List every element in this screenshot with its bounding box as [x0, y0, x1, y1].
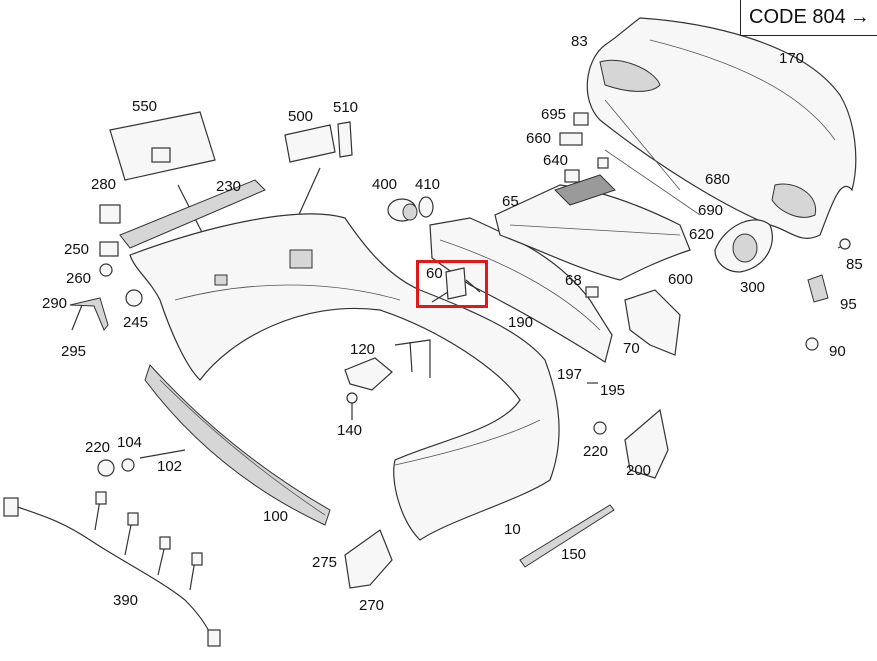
label-260: 260 — [66, 270, 92, 287]
part-300-shape — [714, 219, 773, 273]
label-640: 640 — [543, 152, 569, 169]
part-400-shape — [387, 198, 418, 222]
label-70: 70 — [623, 340, 640, 357]
label-245: 245 — [123, 314, 149, 331]
label-220b: 220 — [583, 443, 609, 460]
bumper-upper-shape — [129, 213, 560, 541]
label-695: 695 — [541, 106, 567, 123]
label-85: 85 — [846, 256, 863, 273]
part-100-shape — [144, 364, 331, 526]
label-660: 660 — [526, 130, 552, 147]
part-550-shape — [109, 111, 216, 181]
label-500: 500 — [288, 108, 314, 125]
label-68: 68 — [565, 272, 582, 289]
label-510: 510 — [333, 99, 359, 116]
label-550: 550 — [132, 98, 158, 115]
label-280: 280 — [91, 176, 117, 193]
part-600-shape — [494, 174, 691, 281]
label-190: 190 — [508, 314, 534, 331]
label-195: 195 — [600, 382, 626, 399]
label-100: 100 — [263, 508, 289, 525]
right-arrow-icon: → — [849, 6, 870, 28]
label-102: 102 — [157, 458, 183, 475]
label-200: 200 — [626, 462, 652, 479]
label-83: 83 — [571, 33, 588, 50]
label-220a: 220 — [85, 439, 111, 456]
label-230: 230 — [216, 178, 242, 195]
label-620: 620 — [689, 226, 715, 243]
label-300: 300 — [740, 279, 766, 296]
part-510-shape — [337, 121, 353, 158]
label-275: 275 — [312, 554, 338, 571]
label-170: 170 — [779, 50, 805, 67]
part-500-shape — [284, 124, 336, 163]
label-120: 120 — [350, 341, 376, 358]
label-197: 197 — [557, 366, 583, 383]
code-label: CODE 804 → — [740, 0, 877, 36]
part-60-shape — [431, 267, 481, 303]
part-170-shape — [586, 17, 857, 239]
label-600: 600 — [668, 271, 694, 288]
label-104: 104 — [117, 434, 143, 451]
label-60: 60 — [426, 265, 443, 282]
label-90: 90 — [829, 343, 846, 360]
label-150: 150 — [561, 546, 587, 563]
code-text: CODE 804 — [749, 6, 846, 28]
label-95: 95 — [840, 296, 857, 313]
label-10: 10 — [504, 521, 521, 538]
label-410: 410 — [415, 176, 441, 193]
label-140: 140 — [337, 422, 363, 439]
label-680: 680 — [705, 171, 731, 188]
label-390: 390 — [113, 592, 139, 609]
label-290: 290 — [42, 295, 68, 312]
label-65: 65 — [502, 193, 519, 210]
highlight-box-part-60 — [416, 260, 488, 308]
label-270: 270 — [359, 597, 385, 614]
label-295: 295 — [61, 343, 87, 360]
part-390-shape — [3, 491, 221, 647]
label-690: 690 — [698, 202, 724, 219]
label-250: 250 — [64, 241, 90, 258]
label-400: 400 — [372, 176, 398, 193]
